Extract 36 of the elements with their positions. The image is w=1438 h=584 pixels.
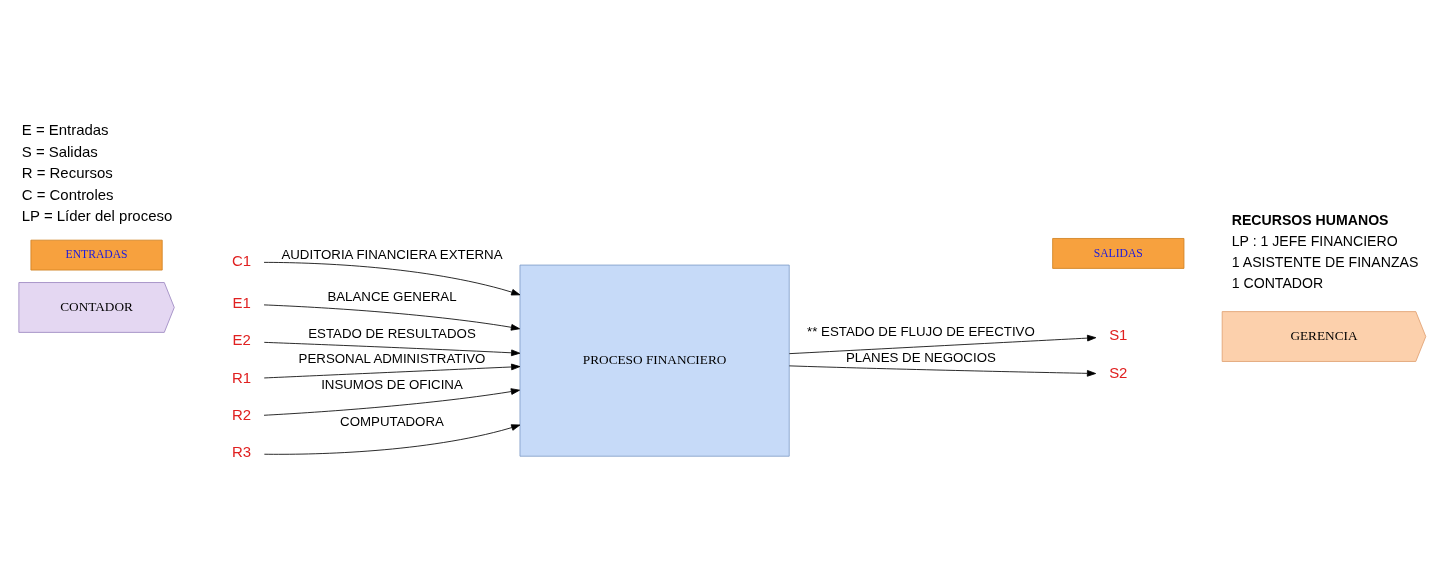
node-text: R2 [232,405,252,423]
arrow [263,261,521,295]
arrow [263,363,521,378]
edge-label: BALANCE GENERAL [327,288,457,304]
node-text: S2 [1109,363,1128,381]
label: 1 ASISTENTE DE FINANZAS [1231,253,1419,270]
label: LP = Líder del proceso [21,206,173,224]
label: S = Salidas [21,142,98,160]
edge-label: AUDITORIA FINANCIERA EXTERNA [281,246,503,262]
label: RECURSOS HUMANOS [1231,211,1389,228]
arrow [263,341,521,356]
node-text: R1 [232,368,252,386]
edge-label: INSUMOS DE OFICINA [321,376,463,392]
edge-label: COMPUTADORA [340,413,444,429]
edge-label: ** ESTADO DE FLUJO DE EFECTIVO [807,323,1035,339]
edge-label: PERSONAL ADMINISTRATIVO [298,350,486,366]
node-text: E2 [232,330,251,348]
arrow [788,364,1097,377]
arrow [263,387,520,416]
label: E = Entradas [21,120,109,138]
edge-label: PLANES DE NEGOCIOS [846,349,996,365]
arrow [263,304,521,331]
arrow [263,423,521,455]
node-box: ENTRADAS [30,239,163,270]
edge-label: ESTADO DE RESULTADOS [308,325,476,341]
node-text: E1 [232,293,251,311]
label: 1 CONTADOR [1231,274,1324,291]
node-text: R3 [232,442,252,460]
label: LP : 1 JEFE FINANCIERO [1231,232,1398,249]
label: C = Controles [21,185,114,203]
node-text: C1 [232,251,252,269]
label: R = Recursos [21,163,113,181]
node-box: PROCESO FINANCIERO [519,264,790,457]
arrow [788,334,1097,354]
node-box: SALIDAS [1052,237,1185,269]
node-text: S1 [1109,325,1128,343]
